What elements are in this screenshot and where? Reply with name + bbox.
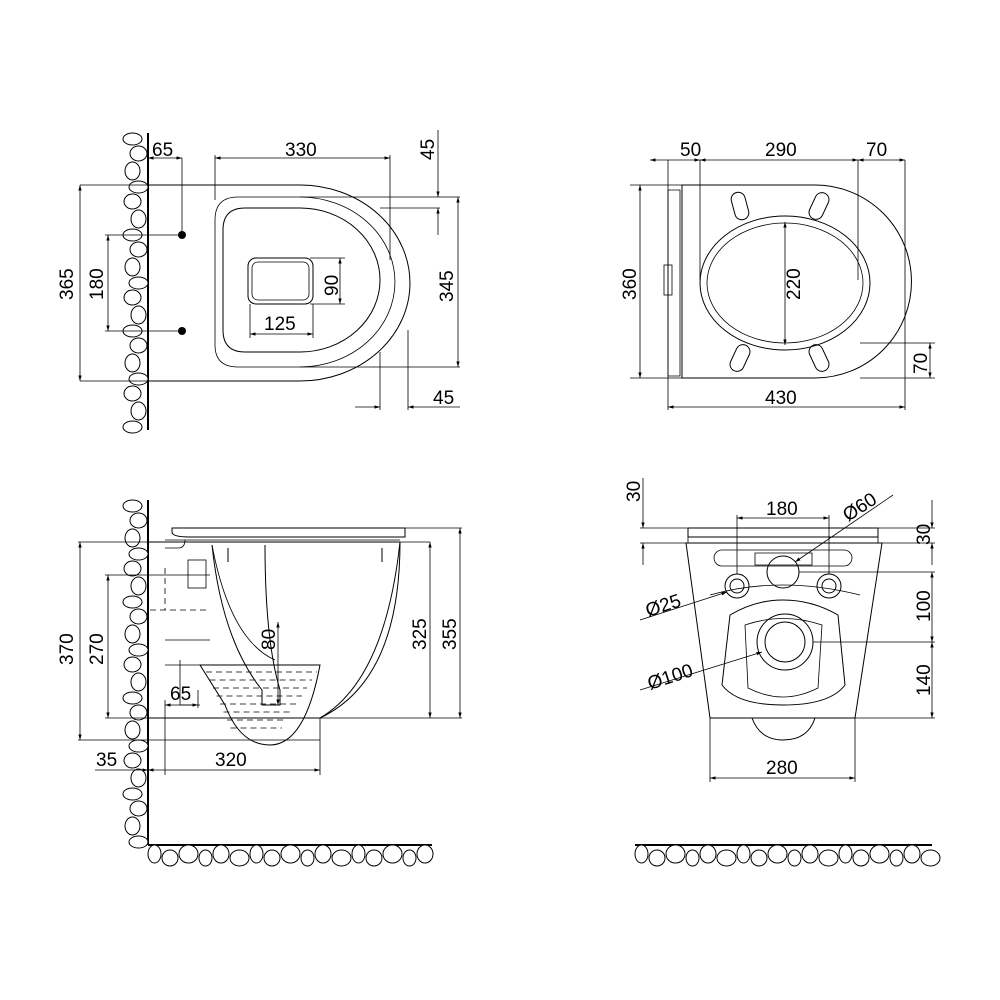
dim-80: 80 [259, 629, 280, 650]
dim-355: 355 [440, 618, 461, 650]
dim-dia60: Ø60 [839, 489, 881, 526]
dim-140: 140 [914, 664, 935, 696]
side-view: 370 270 80 325 355 65 35 320 [57, 499, 462, 867]
dim-30-right: 30 [914, 524, 935, 545]
water-hatch [206, 671, 317, 729]
wall-left-bottom [122, 499, 434, 867]
seat-opening [699, 215, 871, 351]
dim-70-top: 70 [866, 140, 887, 161]
bowl-rim-outer [214, 196, 396, 368]
dim-125: 125 [264, 314, 296, 335]
bowl-rim-inner [222, 207, 381, 353]
dim-45-bottom: 45 [433, 388, 454, 409]
wall-left-top [122, 132, 149, 434]
dim-dia100: Ø100 [645, 660, 696, 694]
fixing-holes-back [724, 573, 842, 599]
dim-180: 180 [87, 268, 108, 300]
top-view: 65 330 45 365 180 90 345 125 45 [57, 130, 460, 434]
dim-30-left: 30 [624, 481, 645, 502]
dim-320: 320 [215, 750, 247, 771]
bowl-body [148, 541, 401, 719]
dim-325: 325 [410, 618, 431, 650]
dim-dia25: Ø25 [643, 591, 684, 622]
dim-90: 90 [322, 275, 343, 296]
dim-65: 65 [152, 140, 173, 161]
dim-430: 430 [765, 388, 797, 409]
dim-220: 220 [784, 268, 805, 300]
dim-70-side: 70 [911, 353, 932, 374]
back-view: 30 180 Ø60 30 Ø25 100 Ø100 140 280 [624, 478, 941, 867]
flush-inlet [766, 555, 800, 589]
back-body [685, 542, 883, 719]
dim-330: 330 [285, 140, 317, 161]
floor-right [634, 844, 941, 867]
dim-270: 270 [87, 633, 108, 665]
seat-lid [171, 527, 406, 538]
dim-180-back: 180 [766, 499, 798, 520]
dim-360: 360 [620, 268, 641, 300]
dim-280: 280 [766, 758, 798, 779]
bowl-outline [148, 184, 411, 382]
seat-bumpers [729, 191, 830, 372]
seat-view: 50 290 70 360 220 70 430 [620, 140, 935, 410]
dim-370: 370 [57, 633, 78, 665]
dim-35: 35 [96, 750, 117, 771]
dim-50: 50 [680, 140, 701, 161]
dim-65-side: 65 [170, 684, 191, 705]
dim-365: 365 [57, 268, 78, 300]
dim-100: 100 [914, 590, 935, 622]
dim-345: 345 [437, 270, 458, 302]
dim-290: 290 [765, 140, 797, 161]
dim-45-top: 45 [418, 139, 439, 160]
drain-opening [247, 257, 314, 305]
seat-outline [681, 184, 912, 379]
seat-top-edge [687, 527, 879, 538]
water-trap [199, 664, 321, 746]
